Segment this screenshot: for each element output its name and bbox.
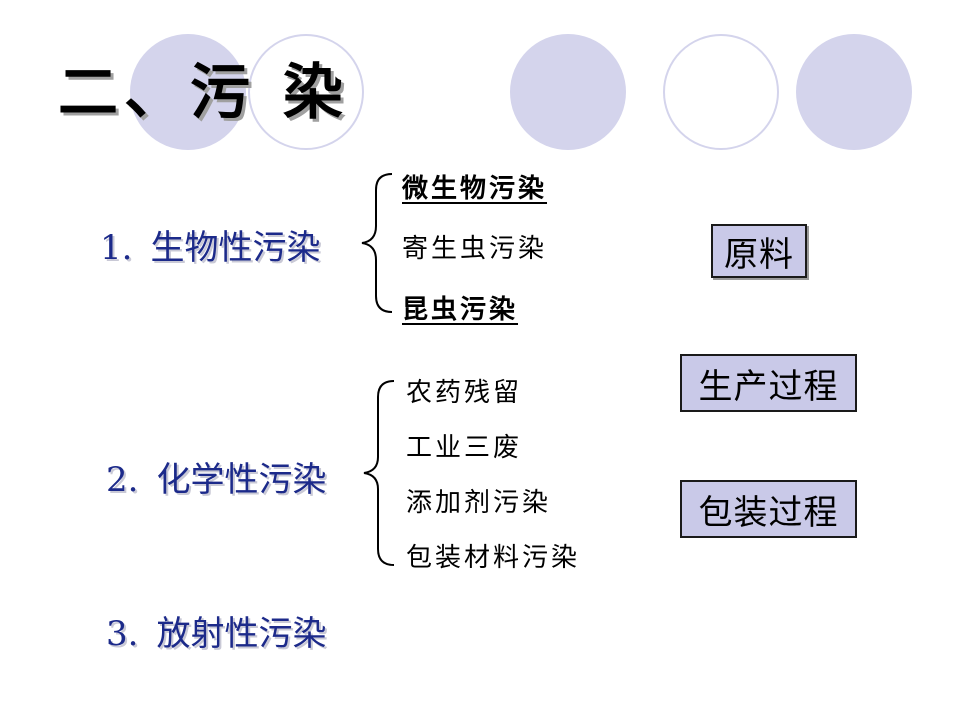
brace-chemical xyxy=(363,380,395,566)
heading-label: 化学性污染 xyxy=(156,460,327,500)
item-insect: 昆虫污染 xyxy=(402,295,519,325)
heading-number: 3. xyxy=(106,614,139,654)
item-pesticide: 农药残留 xyxy=(406,378,523,408)
heading-label: 放射性污染 xyxy=(156,614,327,654)
item-additive: 添加剂污染 xyxy=(406,488,552,518)
decor-circle-2 xyxy=(248,34,364,150)
heading-number: 2. xyxy=(106,460,139,500)
decor-circle-4 xyxy=(663,34,779,150)
tag-packaging-process: 包装过程 xyxy=(680,480,857,538)
heading-number: 1. xyxy=(100,228,133,268)
slide-title: 二、污 染 xyxy=(58,58,349,128)
heading-biological: 1. 生物性污染 xyxy=(100,220,320,269)
item-microbial: 微生物污染 xyxy=(402,174,548,204)
decor-circle-3 xyxy=(510,34,626,150)
item-parasite: 寄生虫污染 xyxy=(402,234,548,264)
item-industrial-waste: 工业三废 xyxy=(406,433,523,463)
decor-circle-1 xyxy=(130,34,246,150)
heading-chemical: 2. 化学性污染 xyxy=(106,452,326,501)
item-packaging-material: 包装材料污染 xyxy=(406,543,581,573)
heading-label: 生物性污染 xyxy=(150,228,321,268)
decor-circle-5 xyxy=(796,34,912,150)
brace-biological xyxy=(361,173,393,313)
tag-production-process: 生产过程 xyxy=(680,354,857,412)
tag-raw-material: 原料 xyxy=(711,224,807,278)
heading-radioactive: 3. 放射性污染 xyxy=(106,606,326,655)
